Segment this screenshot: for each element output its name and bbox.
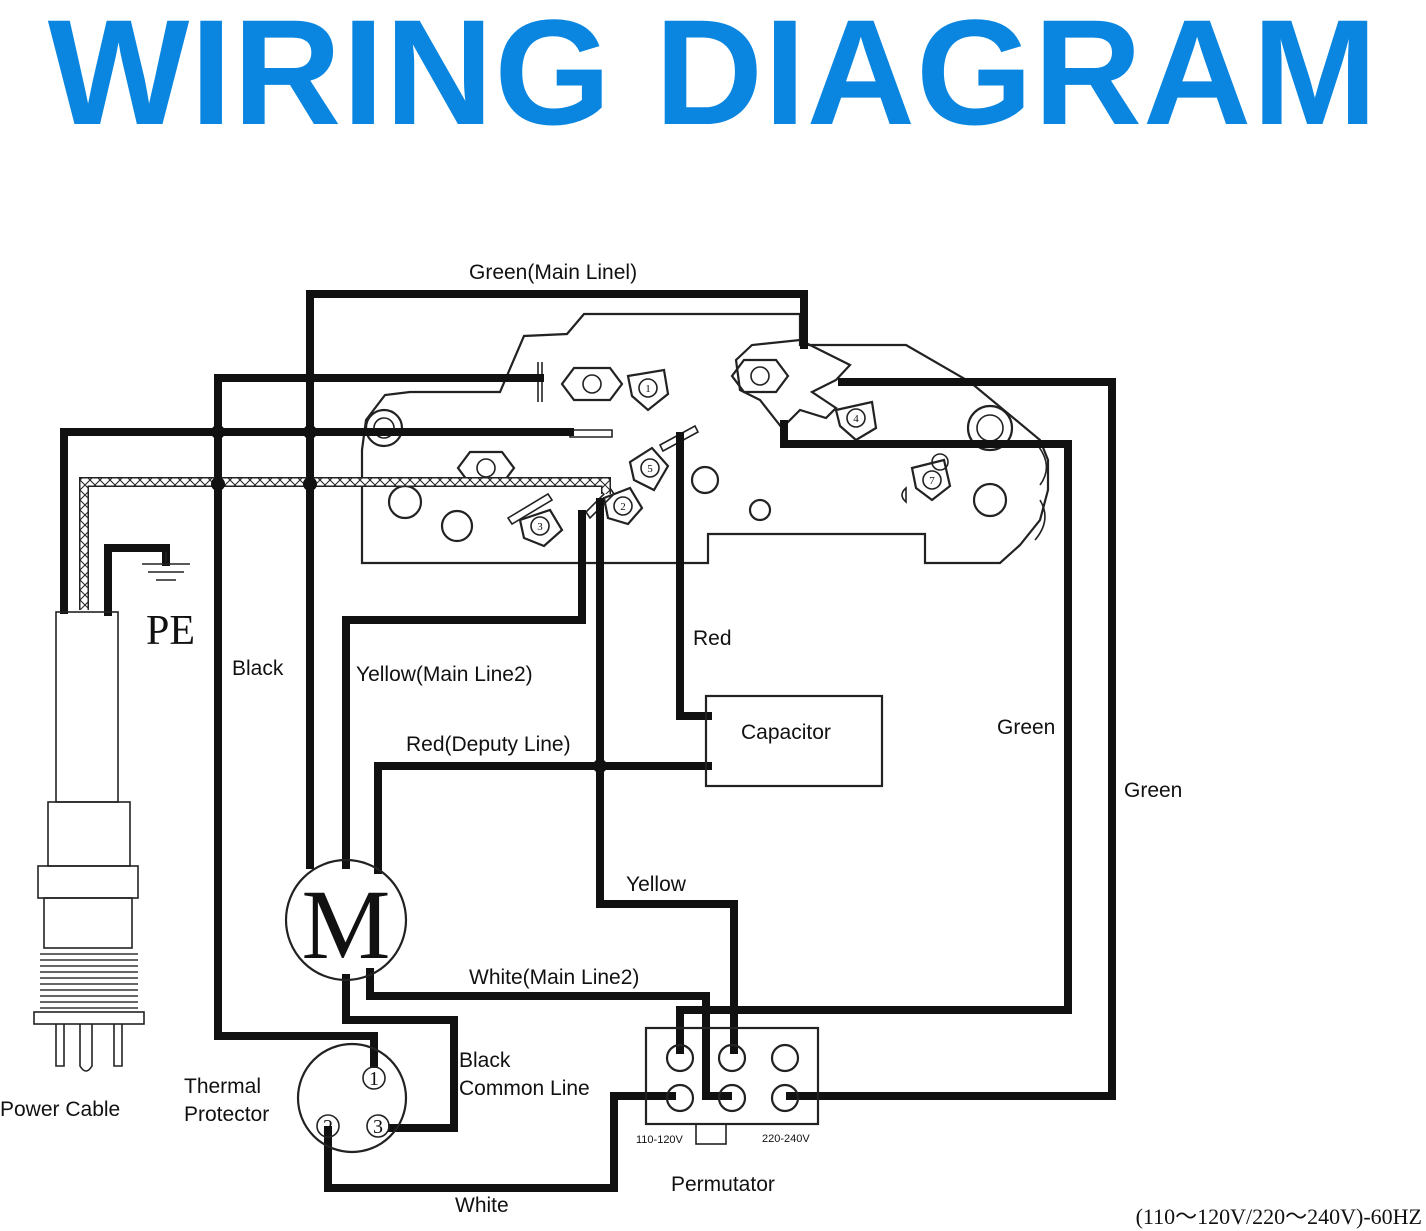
wire-green-outer: [786, 378, 1116, 1100]
terminal-tab-3: 3: [518, 508, 564, 548]
hole: [972, 482, 1008, 518]
label-yellow: Yellow: [626, 873, 687, 896]
wire-power-core: [60, 428, 574, 614]
label-black: Black: [232, 657, 284, 680]
wire-green-inner: [676, 420, 1072, 1054]
wire-white: [324, 1092, 676, 1192]
wire-red-deputy-line: [374, 762, 712, 874]
label-permutator: Permutator: [671, 1173, 775, 1196]
page-title: WIRING DIAGRAM: [47, 0, 1379, 156]
label-power-cable: Power Cable: [0, 1098, 120, 1121]
power-plug: [33, 611, 145, 1072]
earth-ground-icon: [142, 552, 190, 581]
svg-text:3: 3: [537, 521, 543, 533]
motor: M: [284, 858, 408, 982]
label-common-line: Common Line: [459, 1077, 590, 1100]
label-green-outer: Green: [1124, 779, 1182, 802]
label-red-deputy-line: Red(Deputy Line): [406, 733, 571, 756]
svg-text:5: 5: [647, 463, 653, 475]
wire-black-common-line: [342, 974, 458, 1132]
permutator-terminal: [665, 1083, 695, 1113]
svg-text:7: 7: [929, 475, 935, 487]
pressure-switch: 1 5 2 3 4: [360, 312, 1050, 565]
label-yellow-main-line2: Yellow(Main Line2): [356, 663, 533, 686]
hole: [387, 484, 423, 520]
terminal-tab-7: 7: [910, 458, 952, 502]
terminal-tab-5: 5: [628, 446, 670, 492]
contact-strip: [506, 492, 554, 526]
label-white-main-line2: White(Main Line2): [469, 966, 639, 989]
wire-white-main-line2: [366, 968, 732, 1100]
svg-text:2: 2: [323, 1116, 333, 1138]
pe-label: PE: [146, 608, 195, 654]
terminal-tab-1: 1: [626, 368, 670, 412]
plug-prong: [113, 1024, 123, 1067]
switch-lever: [734, 338, 852, 430]
label-white: White: [455, 1194, 509, 1217]
voltage-110-label: 110-120V: [636, 1134, 684, 1146]
permutator-terminal: [770, 1043, 800, 1073]
label-green-inner: Green: [997, 716, 1055, 739]
svg-text:3: 3: [373, 1116, 383, 1138]
svg-text:1: 1: [645, 383, 651, 395]
label-red: Red: [693, 627, 732, 650]
permutator-terminal: [665, 1043, 695, 1073]
permutator: 110-120V 220-240V: [636, 1026, 820, 1146]
wire-labels: Green(Main Linel) Black Yellow(Main Line…: [0, 261, 1422, 1229]
hex-nut-icon: [560, 366, 624, 402]
label-black-common: Black: [459, 1049, 511, 1072]
wire-yellow-main-line2: [342, 510, 586, 869]
capacitor-label: Capacitor: [741, 721, 831, 744]
permutator-terminal: [717, 1043, 747, 1073]
hex-nut-icon: [730, 358, 790, 394]
capacitor: Capacitor: [704, 694, 884, 788]
svg-text:4: 4: [853, 413, 859, 425]
motor-label: M: [302, 869, 391, 980]
label-thermal: Thermal: [184, 1075, 261, 1098]
hole: [440, 509, 474, 543]
wire-red: [676, 432, 712, 720]
terminal-tab-2: 2: [602, 486, 644, 526]
label-rating: (110～120V/220～240V)-60HZ: [1136, 1204, 1422, 1229]
voltage-220-label: 220-240V: [762, 1133, 810, 1145]
wire-black: [214, 374, 544, 1068]
hole: [690, 465, 720, 495]
svg-text:2: 2: [620, 501, 626, 513]
svg-text:1: 1: [369, 1068, 379, 1090]
wire-yellow: [596, 498, 738, 1054]
mount-hole-right: [966, 404, 1014, 452]
wire-green-main-line1: [306, 290, 808, 869]
hole: [748, 498, 772, 522]
plug-ground-pin: [79, 1024, 93, 1072]
wires: [60, 290, 1116, 1192]
permutator-terminal: [717, 1083, 747, 1113]
label-protector: Protector: [184, 1103, 269, 1126]
permutator-terminal: [770, 1083, 800, 1113]
terminal-tab-4: 4: [834, 400, 878, 442]
plug-prong: [55, 1024, 65, 1067]
label-green-main-line1: Green(Main Linel): [469, 261, 637, 284]
thermal-protector: 1 2 3: [296, 1042, 408, 1154]
contact-strip: [569, 429, 613, 438]
